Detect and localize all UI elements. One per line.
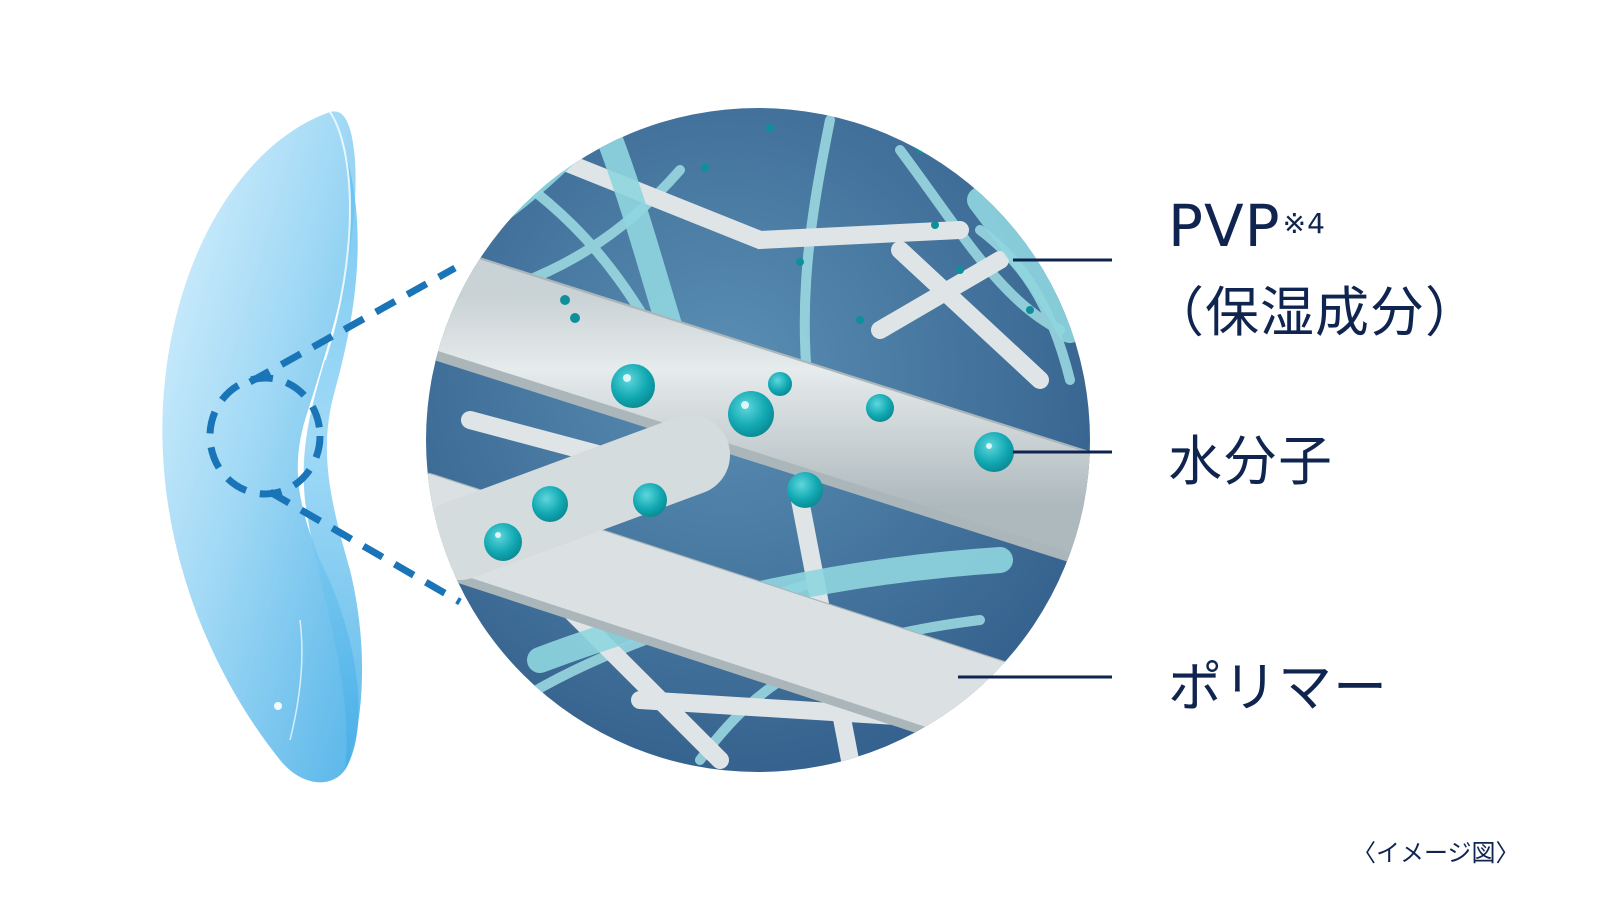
water-molecule-label: 水分子 [1168, 430, 1333, 493]
contact-lens-icon [162, 111, 363, 783]
pvp-label: PVP※4 [1168, 196, 1326, 256]
pvp-footnote-mark: ※4 [1282, 207, 1326, 240]
pvp-label-text: PVP [1168, 192, 1281, 260]
pvp-sub-label: （保湿成分） [1150, 281, 1480, 344]
water-molecules [484, 364, 1014, 561]
leader-lines [958, 258, 1112, 679]
zoom-callout-dashes [206, 264, 462, 606]
image-caption: 〈イメージ図〉 [1352, 839, 1520, 867]
polymer-label: ポリマー [1168, 656, 1388, 719]
magnified-structure [426, 108, 1090, 772]
